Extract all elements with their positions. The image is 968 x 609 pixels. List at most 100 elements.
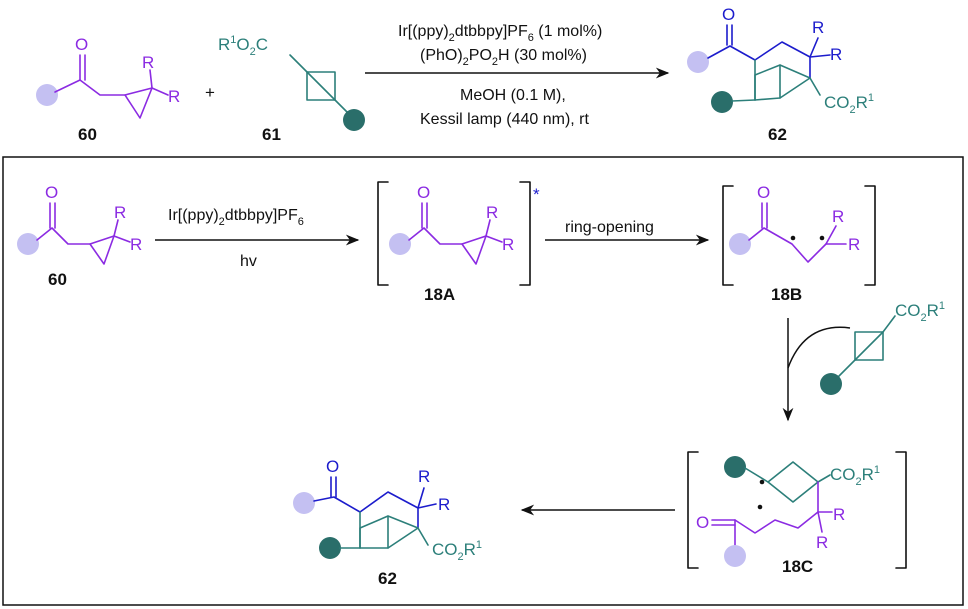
- acyl-bonds: [707, 45, 756, 61]
- ester-bond: [817, 474, 831, 483]
- ketone-backbone-bond: [36, 227, 91, 245]
- bracket-right: [864, 185, 876, 286]
- bracket-right: [519, 181, 531, 286]
- r-bond-1: [485, 219, 491, 237]
- ester-label: R1O2C: [218, 34, 268, 58]
- compound-label-62: 62: [378, 569, 397, 588]
- substituent-dot-teal: [319, 537, 341, 559]
- substituent-dot-lavender: [724, 545, 746, 567]
- r-label-1: R: [418, 467, 430, 486]
- compound-label-60: 60: [48, 270, 67, 289]
- ester-bond: [809, 77, 821, 96]
- r-label-1: R: [114, 203, 126, 222]
- mechanism-box: [2, 156, 964, 606]
- r-bond-2: [817, 511, 823, 533]
- r-label-2: R: [438, 495, 450, 514]
- oxygen-label: O: [45, 183, 58, 202]
- cyclopropane-ring: [89, 235, 115, 265]
- light-line: Kessil lamp (440 nm), rt: [420, 111, 589, 128]
- r-label-2: R: [502, 235, 514, 254]
- chain-bonds: [734, 481, 819, 534]
- acyl-bonds: [313, 496, 361, 513]
- substituent-dot-lavender: [687, 51, 709, 73]
- compound-label-61: 61: [262, 125, 281, 144]
- compound-label-18B: 18B: [771, 285, 802, 304]
- bicyclobutane-ring: [854, 331, 884, 361]
- acid-line: (PhO)2PO2H (30 mol%): [420, 47, 587, 68]
- reaction-conditions: Ir[(ppy)2dtbbpy]PF6 (1 mol%) (PhO)2PO2H …: [365, 23, 670, 128]
- r-label-1: R: [832, 207, 844, 226]
- r-label-2: R: [130, 235, 142, 254]
- radical-dot-1: [790, 235, 796, 241]
- mechanism: O R R 60 Ir[(ppy)2dtbbpy]PF6 hv * O: [17, 181, 945, 588]
- ester-bond: [289, 54, 308, 73]
- product-62: O R R CO2R1 62: [687, 5, 874, 144]
- mech-start-60: O R R 60: [17, 183, 142, 289]
- intermediate-18C: CO2R1 R R O 18C: [687, 451, 907, 576]
- cyclopropane-ring: [461, 235, 487, 265]
- r-bond-1: [825, 225, 837, 245]
- r-bond-1: [417, 487, 425, 509]
- photocatalyst-label: Ir[(ppy)2dtbbpy]PF6: [168, 207, 304, 228]
- bracket-left: [722, 185, 734, 286]
- radical-dot-2: [757, 504, 763, 510]
- diradical-chain: [748, 227, 827, 263]
- compound-label-62: 62: [768, 125, 787, 144]
- product-oxygen: O: [326, 457, 339, 476]
- ester-label: CO2R1: [830, 464, 880, 488]
- ester-label: CO2R1: [895, 300, 945, 324]
- cyclopropane-ring: [124, 87, 153, 119]
- excited-star: *: [533, 185, 540, 204]
- substituent-dot-teal: [820, 373, 842, 395]
- solvent-line: MeOH (0.1 M),: [460, 87, 566, 104]
- product-oxygen: O: [722, 5, 735, 24]
- compound-label-18C: 18C: [782, 557, 813, 576]
- dot-bond: [731, 99, 756, 102]
- r-label-1: R: [833, 505, 845, 524]
- r-bond-2: [151, 87, 169, 96]
- r-label-2: R: [816, 533, 828, 552]
- compound-label-60: 60: [78, 125, 97, 144]
- reactant-61: R1O2C 61: [218, 34, 365, 144]
- r-label-2: R: [168, 87, 180, 106]
- oxygen-label: O: [757, 183, 770, 202]
- radical-dot-2: [819, 235, 825, 241]
- r-label-2: R: [830, 45, 842, 64]
- ring-upper-bonds: [359, 491, 419, 529]
- step-1: Ir[(ppy)2dtbbpy]PF6 hv: [155, 207, 360, 270]
- bracket-left: [687, 451, 699, 569]
- ester-label: CO2R1: [824, 92, 874, 116]
- intermediate-18A: * O R R 18A: [377, 181, 540, 304]
- substituent-dot-lavender: [729, 233, 751, 255]
- plus-sign: +: [205, 83, 215, 102]
- dot-bond: [744, 467, 769, 483]
- bcb-addition: CO2R1: [782, 300, 945, 422]
- r-label-1: R: [486, 203, 498, 222]
- bicyclohexane-cage: [754, 64, 811, 101]
- step-2: ring-opening: [545, 219, 710, 246]
- r-label-1: R: [812, 18, 824, 37]
- r-bond-2: [809, 54, 831, 58]
- substituent-dot-lavender: [293, 492, 315, 514]
- r-bond-1: [809, 37, 819, 58]
- substituent-dot-teal: [724, 456, 746, 478]
- ring-upper-bonds: [754, 41, 811, 79]
- r-label-2: R: [848, 235, 860, 254]
- top-reaction: O R R 60 + R1O2C 61 Ir[(ppy)2dtbbpy]PF6 …: [36, 5, 874, 144]
- ester-bond: [882, 315, 896, 333]
- oxygen-label: O: [417, 183, 430, 202]
- radical-dot-1: [759, 479, 765, 485]
- final-product-62: O R R CO2R1 62: [293, 457, 482, 588]
- cyclobutane-ring: [767, 461, 819, 503]
- ester-label: CO2R1: [432, 539, 482, 563]
- ring-opening-label: ring-opening: [565, 219, 654, 236]
- substituent-dot-teal: [711, 91, 733, 113]
- substituent-dot-lavender: [389, 233, 411, 255]
- reactant-60: O R R 60: [36, 35, 180, 144]
- intermediate-18B: O R R 18B: [722, 183, 876, 304]
- substituent-dot-lavender: [17, 233, 39, 255]
- bracket-right: [895, 451, 907, 569]
- dot-bond: [837, 359, 856, 378]
- bicyclobutane-bridge: [854, 331, 884, 361]
